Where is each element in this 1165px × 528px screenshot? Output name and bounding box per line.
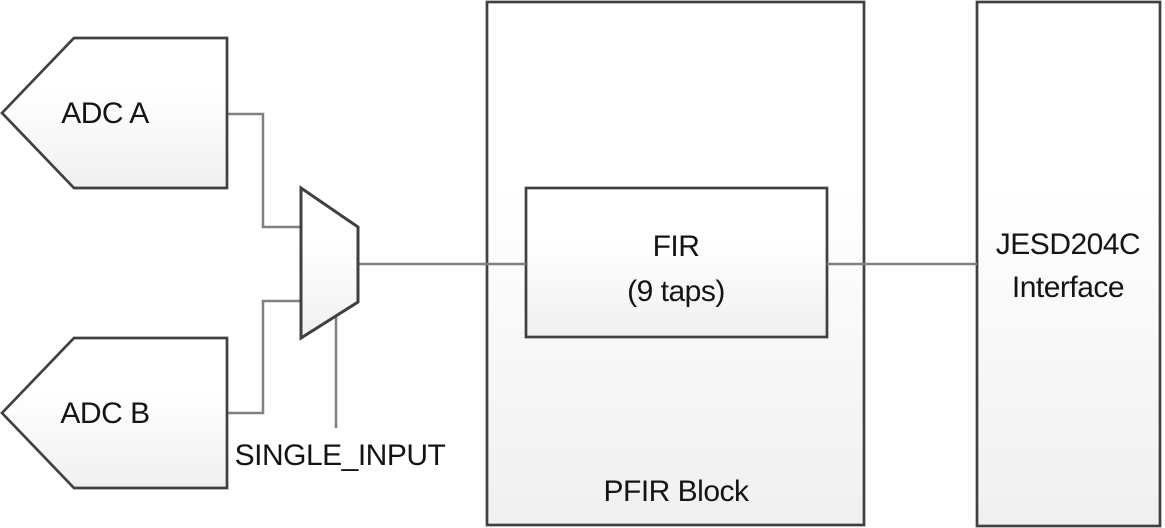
wire-adc-a-to-mux bbox=[227, 112, 301, 229]
jesd-label-line1: JESD204C bbox=[996, 228, 1140, 261]
jesd-label-line2: Interface bbox=[1012, 271, 1124, 304]
adc-a-label: ADC A bbox=[61, 97, 149, 130]
adc-b-label: ADC B bbox=[60, 397, 149, 430]
wire-adc-b-to-mux bbox=[227, 299, 301, 415]
fir-label-line2: (9 taps) bbox=[627, 275, 725, 308]
pfir-block-label: PFIR Block bbox=[603, 475, 750, 508]
jesd204c-interface-block bbox=[975, 0, 1162, 528]
fir-label-line1: FIR bbox=[653, 230, 700, 263]
adc-a-shape bbox=[0, 36, 229, 190]
single-input-label: SINGLE_INPUT bbox=[235, 439, 446, 472]
mux-icon bbox=[299, 185, 360, 341]
fir-box bbox=[524, 186, 829, 339]
adc-b-shape bbox=[0, 336, 229, 490]
